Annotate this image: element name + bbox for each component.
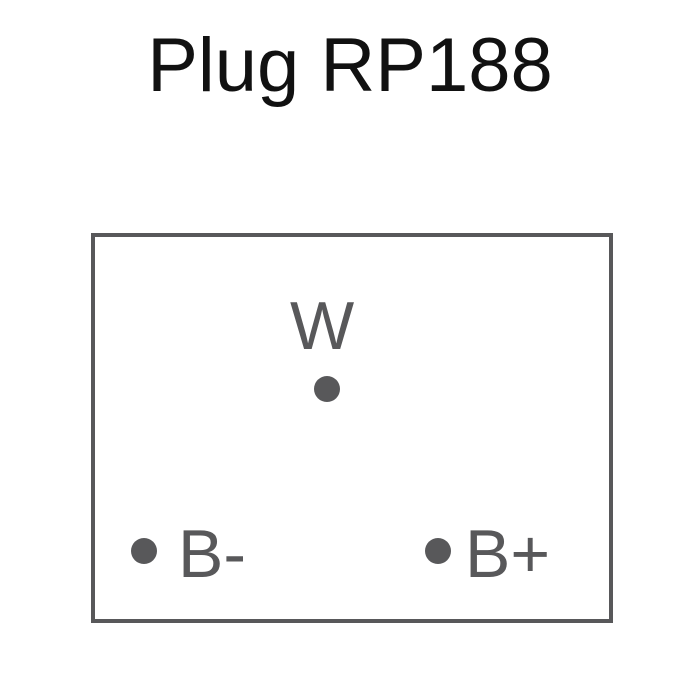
pin-w-dot: [314, 376, 340, 402]
pin-bneg-dot: [131, 538, 157, 564]
pin-bpos-dot: [425, 538, 451, 564]
pin-label-w: W: [290, 288, 355, 364]
pin-label-bneg: B-: [178, 516, 246, 592]
diagram-title: Plug RP188: [147, 23, 553, 108]
pin-label-bpos: B+: [465, 516, 551, 592]
plug-outline: [91, 233, 613, 623]
